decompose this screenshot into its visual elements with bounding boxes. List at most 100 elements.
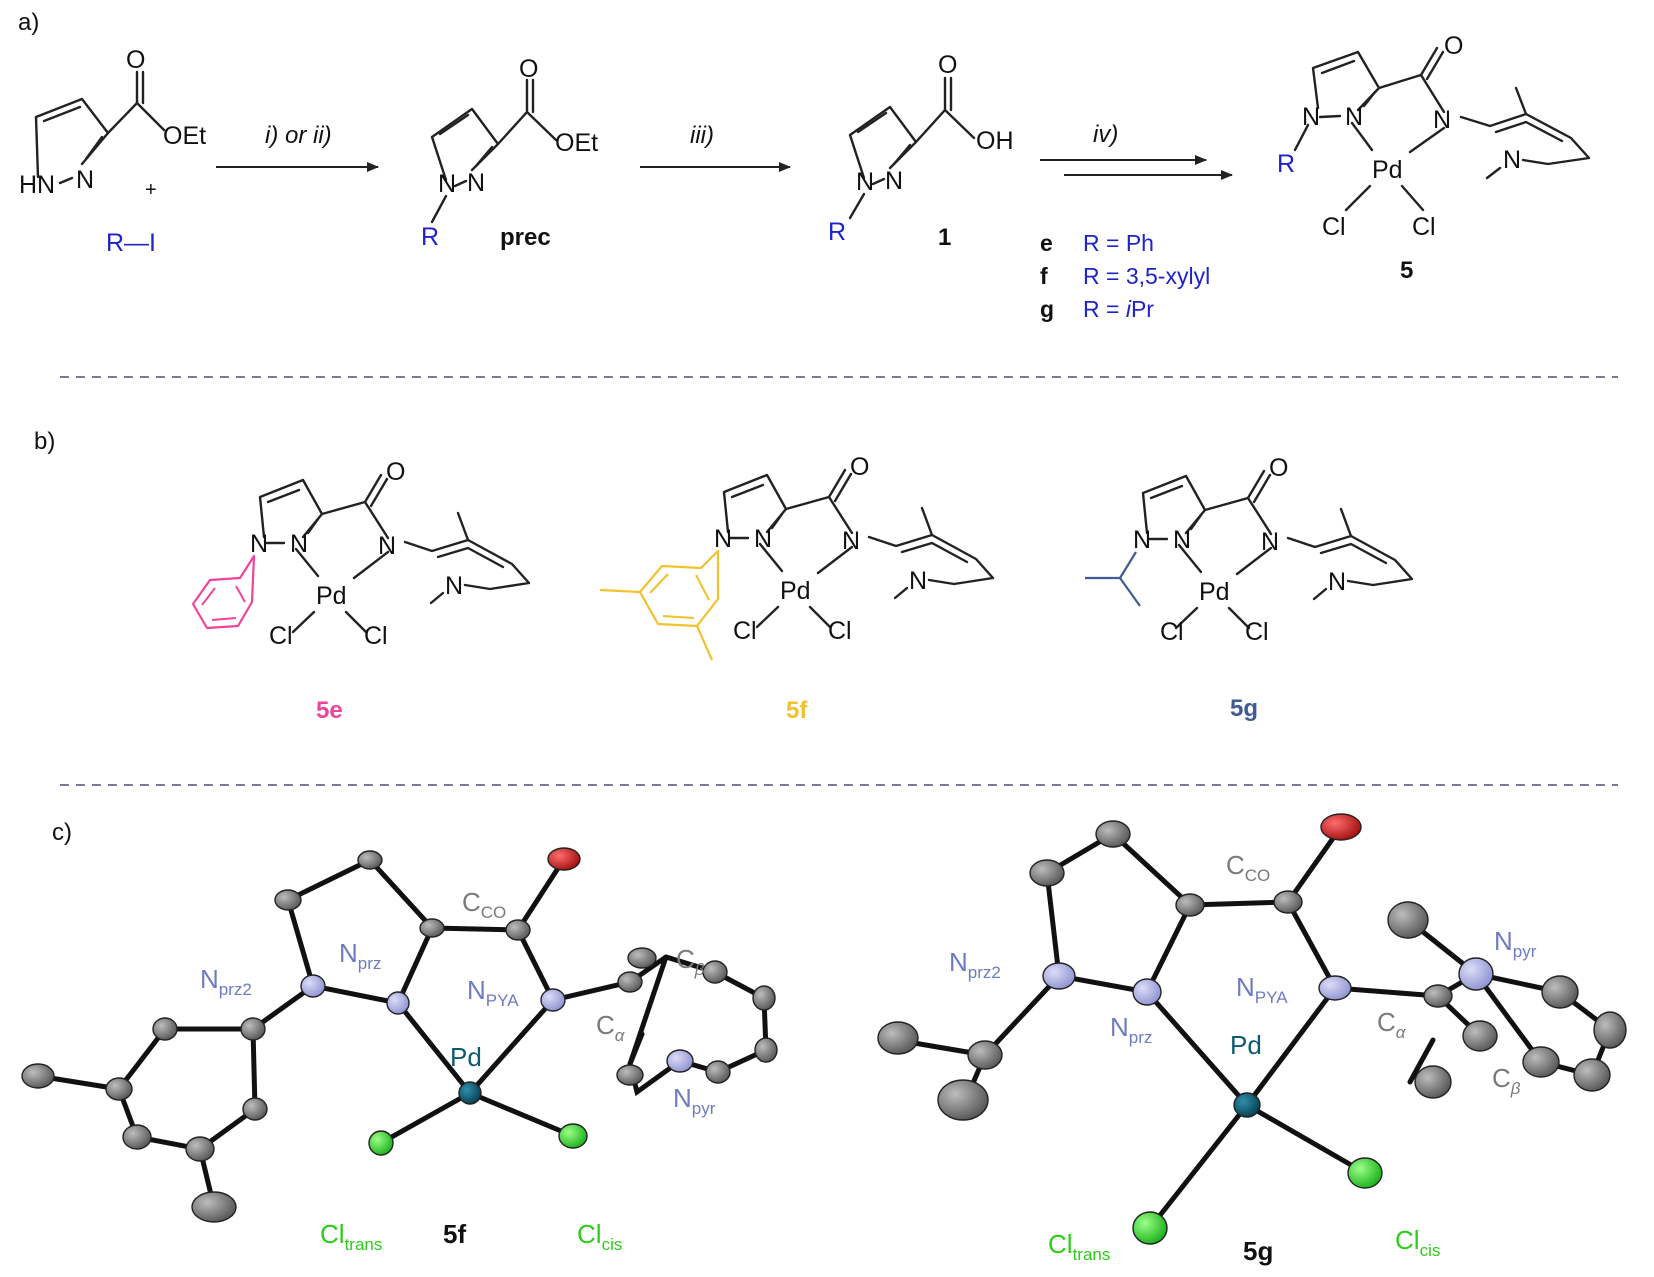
- legend-key-g: g: [1040, 296, 1054, 322]
- panel-a-label: a): [18, 9, 39, 36]
- product-r-group: R: [1277, 150, 1295, 178]
- acid-n2-atom: N: [885, 167, 903, 195]
- 5f-n-prz-atom: [386, 991, 410, 1015]
- prec-structure: [430, 78, 558, 224]
- 5g-cl-cis-atom: [1347, 1157, 1383, 1189]
- product-o-atom: O: [1444, 32, 1463, 60]
- legend-value-f: R = 3,5-xylyl: [1083, 263, 1210, 289]
- 5f-cl-cis-atom: [558, 1123, 588, 1149]
- acid-o-atom: O: [938, 51, 957, 79]
- 5f-n-prz2-label: Nprz2: [200, 964, 252, 999]
- 5g-n-prz-label: Nprz: [1110, 1012, 1152, 1047]
- 5g-o-atom: O: [1269, 454, 1288, 482]
- 5e-n2-atom: N: [290, 530, 308, 558]
- 5g-c-co-label: CCO: [1226, 850, 1270, 885]
- 5e-n4-atom: N: [445, 572, 463, 600]
- 5e-o-atom: O: [386, 458, 405, 486]
- substituent-legend: e R = Ph f R = 3,5-xylyl g R = iPr: [1040, 230, 1210, 322]
- crystal-5g-label: 5g: [1243, 1236, 1273, 1266]
- acid-r-group: R: [828, 218, 846, 246]
- 5g-cl-trans-label: Cltrans: [1048, 1229, 1110, 1264]
- 5g-n-prz2-label: Nprz2: [949, 947, 1001, 982]
- 5f-pd-atom: [458, 1081, 482, 1105]
- reactant-n-atom: N: [76, 166, 94, 194]
- 5f-pd-label: Pd: [450, 1042, 482, 1072]
- legend-value-g: R = iPr: [1083, 296, 1154, 322]
- 5g-pd-atom: [1233, 1092, 1261, 1118]
- 5f-n-prz-label: Nprz: [339, 938, 381, 973]
- plus-sign: +: [145, 179, 157, 201]
- complex-5e-label: 5e: [316, 697, 343, 724]
- 5f-n-pya-label: NPYA: [467, 975, 519, 1010]
- complex-5e-structure: [191, 473, 531, 634]
- product-n4-atom: N: [1503, 146, 1521, 174]
- reagent-r-iodide: R—I: [106, 229, 156, 257]
- 5e-pd-atom: Pd: [316, 582, 347, 610]
- reactant-structure: [34, 70, 166, 185]
- 5f-n-pyr-label: Npyr: [673, 1083, 716, 1118]
- complex-5g-label: 5g: [1230, 695, 1258, 722]
- 5f-n4-atom: N: [909, 567, 927, 595]
- product-cl2-atom: Cl: [1412, 213, 1436, 241]
- prec-r-group: R: [421, 223, 439, 251]
- product-n1-atom: N: [1302, 103, 1320, 131]
- 5g-cl-trans-atom: [1132, 1211, 1168, 1245]
- prec-o-atom: O: [519, 55, 538, 83]
- 5g-cl1-atom: Cl: [1160, 618, 1184, 646]
- 5e-cl1-atom: Cl: [269, 622, 293, 650]
- 5e-n3-atom: N: [378, 532, 396, 560]
- acid-structure: [848, 76, 976, 220]
- product-pd-atom: Pd: [1372, 156, 1403, 184]
- 5g-n-prz-atom: [1132, 978, 1162, 1006]
- 5g-pd-atom: Pd: [1199, 578, 1230, 606]
- 5f-cl-trans-atom: [368, 1130, 394, 1156]
- 5f-n1-atom: N: [714, 525, 732, 553]
- 5g-n3-atom: N: [1261, 528, 1279, 556]
- product-n3-atom: N: [1433, 106, 1451, 134]
- arrow-1-conditions: i) or ii): [265, 122, 332, 149]
- product-5-structure: [1293, 46, 1591, 212]
- 5g-n-prz2-atom: [1042, 962, 1076, 990]
- crystal-5g-atoms: [877, 813, 1627, 1245]
- 5f-n-pyr-atom: [666, 1049, 694, 1073]
- acid-compound-label: 1: [938, 224, 951, 251]
- 5g-n1-atom: N: [1133, 526, 1151, 554]
- complex-5f-structure: [599, 468, 995, 661]
- 5e-n1-atom: N: [250, 530, 268, 558]
- 5f-cl1-atom: Cl: [733, 617, 757, 645]
- 5g-n-pya-label: NPYA: [1236, 972, 1288, 1007]
- legend-value-e: R = Ph: [1083, 230, 1154, 256]
- 5f-c-co-label: CCO: [462, 887, 506, 922]
- prec-oet-group: OEt: [555, 129, 598, 157]
- 5g-n-pyr-label: Npyr: [1494, 926, 1537, 961]
- prec-compound-label: prec: [500, 224, 551, 251]
- reactant-oet-group: OEt: [163, 122, 206, 150]
- legend-key-e: e: [1040, 230, 1053, 256]
- 5g-c-beta-label: Cβ: [1492, 1063, 1521, 1098]
- prec-n1-atom: N: [438, 170, 456, 198]
- legend-key-f: f: [1040, 263, 1048, 289]
- reactant-hn-atom: HN: [19, 171, 55, 199]
- 5e-cl2-atom: Cl: [364, 622, 388, 650]
- arrow-2-conditions: iii): [690, 122, 714, 149]
- crystal-5f-label: 5f: [443, 1219, 466, 1249]
- crystal-5f-bonds: [35, 856, 769, 1210]
- 5g-c-alpha-label: Cα: [1377, 1007, 1407, 1042]
- 5g-cl2-atom: Cl: [1245, 618, 1269, 646]
- acid-n1-atom: N: [856, 168, 874, 196]
- 5f-cl2-atom: Cl: [828, 617, 852, 645]
- 5f-n2-atom: N: [754, 525, 772, 553]
- 5g-cl-cis-label: Clcis: [1395, 1225, 1440, 1260]
- panel-c-label: c): [52, 819, 72, 846]
- 5f-cl-cis-label: Clcis: [577, 1219, 622, 1254]
- complex-5g-structure: [1085, 469, 1414, 630]
- 5f-n3-atom: N: [842, 527, 860, 555]
- product-n2-atom: N: [1345, 103, 1363, 131]
- panel-b-label: b): [34, 428, 55, 455]
- 5g-n4-atom: N: [1328, 568, 1346, 596]
- 5f-oxygen-atom: [547, 847, 581, 871]
- 5f-c-alpha-label: Cα: [596, 1010, 626, 1045]
- 5f-cl-trans-label: Cltrans: [320, 1219, 382, 1254]
- 5f-o-atom: O: [850, 453, 869, 481]
